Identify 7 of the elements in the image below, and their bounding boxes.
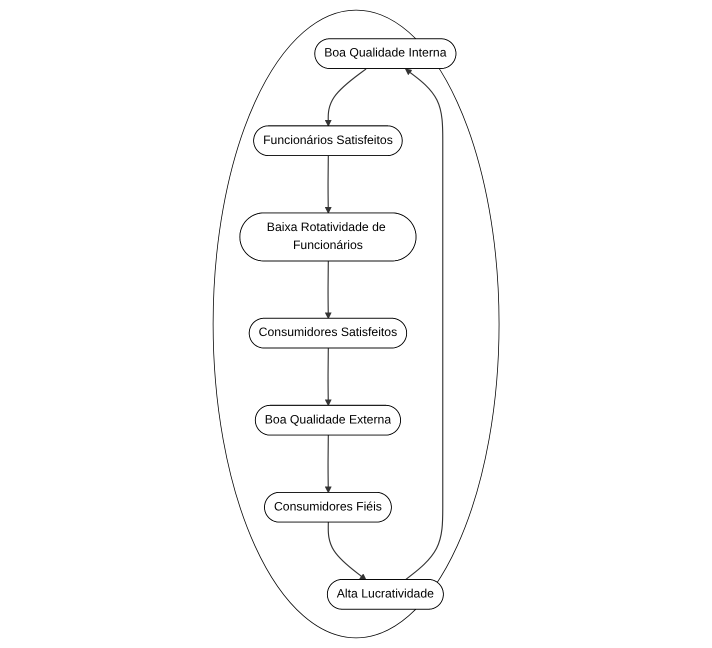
arrow	[324, 261, 332, 319]
arrow	[324, 348, 332, 406]
arrow	[328, 522, 366, 580]
arrow	[324, 68, 366, 126]
arrow	[404, 68, 444, 580]
arrow	[324, 436, 332, 494]
arrow	[324, 156, 332, 214]
